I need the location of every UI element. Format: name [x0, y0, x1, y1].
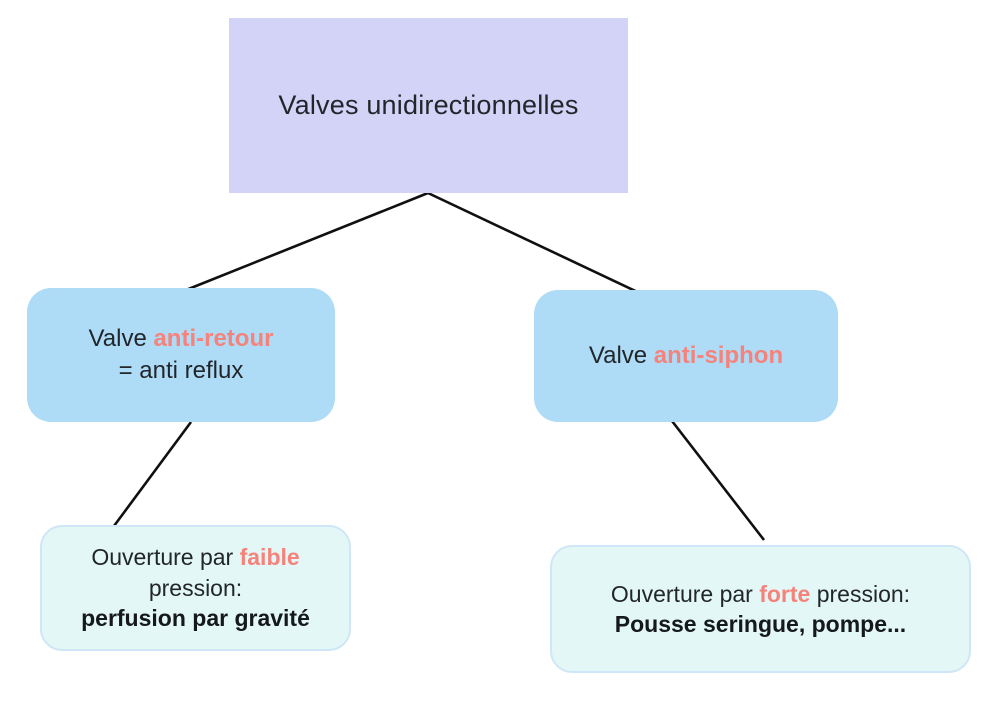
leaf-forte-line2-bold: Pousse seringue, pompe... [614, 611, 907, 637]
anti-retour-line1-prefix: Valve [88, 324, 154, 352]
node-valve-anti-siphon-label: Valve anti-siphon [589, 340, 783, 372]
node-valve-anti-retour-label: Valve anti-retour = anti reflux [89, 323, 274, 387]
node-valve-anti-siphon[interactable]: Valve anti-siphon [534, 290, 838, 422]
edge-root-to-anti-retour [180, 191, 429, 294]
leaf-forte-line1-prefix: Ouverture par [610, 580, 760, 607]
leaf-faible-label: Ouverture par faible pression: perfusion… [81, 542, 310, 633]
node-root-valves-unidirectionnelles[interactable]: Valves unidirectionnelles [229, 18, 628, 193]
anti-siphon-line1-highlight: anti-siphon [653, 341, 784, 369]
anti-retour-line2: = anti reflux [118, 357, 244, 384]
node-valve-anti-retour[interactable]: Valve anti-retour = anti reflux [27, 288, 335, 422]
node-root-label: Valves unidirectionnelles [278, 89, 579, 120]
edge-anti-retour-to-leaf [112, 421, 193, 527]
leaf-forte-label: Ouverture par forte pression: Pousse ser… [611, 579, 910, 640]
edge-root-to-anti-siphon [427, 191, 647, 298]
node-leaf-pousse-seringue[interactable]: Ouverture par forte pression: Pousse ser… [550, 545, 971, 673]
leaf-faible-line3-bold: perfusion par gravité [81, 605, 310, 632]
leaf-faible-line1-highlight: faible [239, 544, 300, 571]
leaf-forte-line1-suffix: pression: [810, 580, 911, 607]
leaf-forte-line1-highlight: forte [759, 580, 811, 607]
leaf-faible-line2: pression: [148, 574, 243, 601]
edge-anti-siphon-to-leaf [670, 420, 766, 541]
anti-siphon-line1-prefix: Valve [588, 341, 654, 369]
node-leaf-perfusion-par-gravite[interactable]: Ouverture par faible pression: perfusion… [40, 525, 351, 651]
anti-retour-line1-highlight: anti-retour [153, 324, 274, 352]
leaf-faible-line1-prefix: Ouverture par [91, 544, 240, 571]
